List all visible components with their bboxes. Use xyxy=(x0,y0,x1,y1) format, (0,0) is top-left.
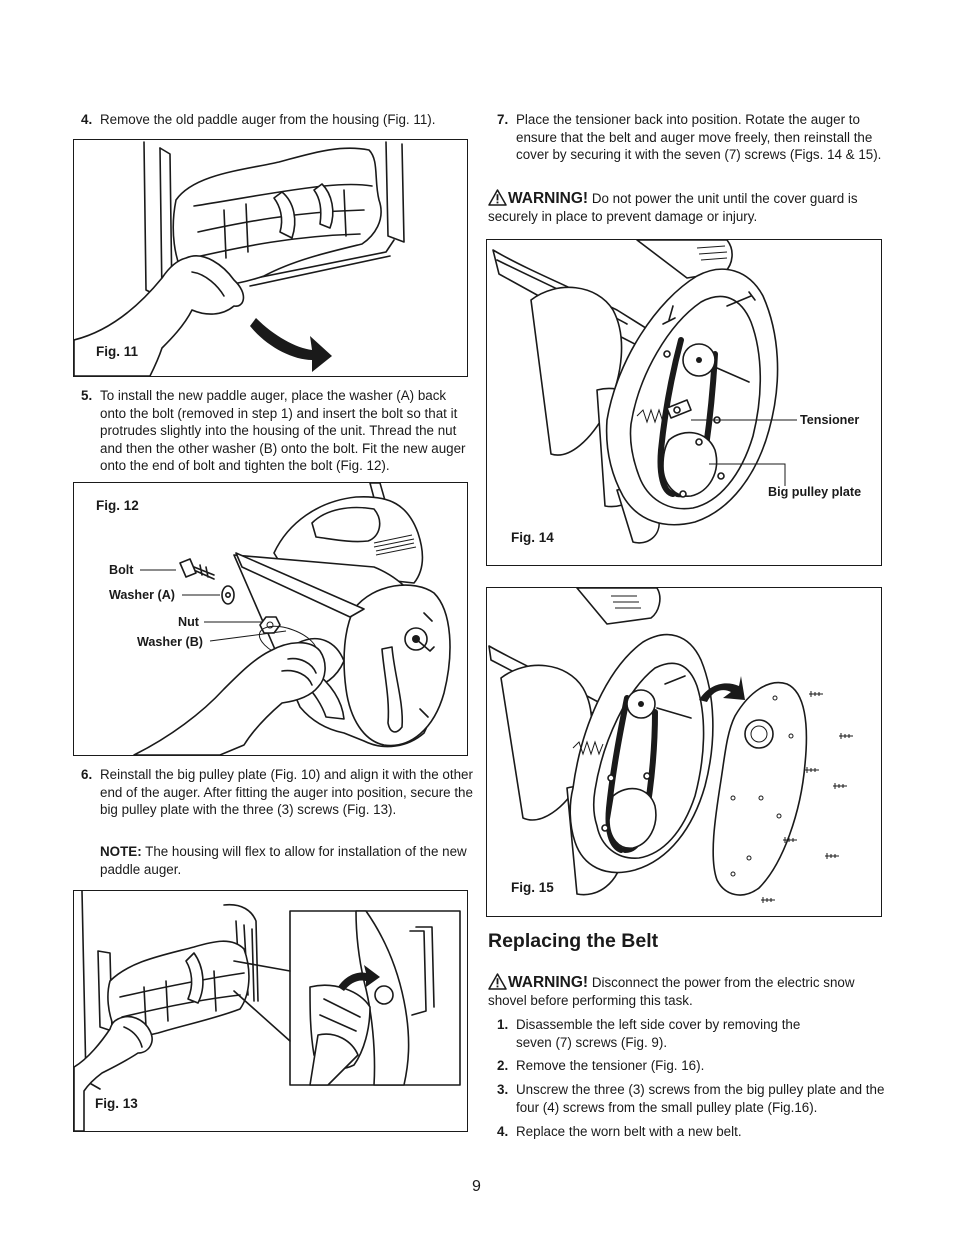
warning-triangle-icon xyxy=(488,973,507,990)
step-number: 4. xyxy=(497,1124,509,1139)
figure-11-label: Fig. 11 xyxy=(96,344,139,359)
warning-cover-guard: WARNING! Do not power the unit until the… xyxy=(488,189,884,225)
callout-tensioner: Tensioner xyxy=(800,413,860,427)
warning-disconnect-power: WARNING! Disconnect the power from the e… xyxy=(488,973,884,1009)
warning-text: Do not power the unit until the cover gu… xyxy=(488,191,858,224)
step-4: 4. Remove the old paddle auger from the … xyxy=(81,111,471,129)
figure-15-illustration xyxy=(488,588,853,903)
step-number: 7. xyxy=(497,112,509,127)
belt-step-1: 1. Disassemble the left side cover by re… xyxy=(497,1016,885,1051)
step-text: Reinstall the big pulley plate (Fig. 10)… xyxy=(100,767,473,817)
figure-13: Fig. 13 xyxy=(73,890,468,1132)
belt-step-3: 3. Unscrew the three (3) screws from the… xyxy=(497,1081,885,1116)
step-text: Remove the tensioner (Fig. 16). xyxy=(516,1058,705,1073)
note-text: The housing will flex to allow for insta… xyxy=(100,844,467,877)
step-number: 2. xyxy=(497,1058,509,1073)
page-number: 9 xyxy=(472,1178,481,1195)
step-text: Place the tensioner back into position. … xyxy=(516,112,882,162)
step-text: Disassemble the left side cover by remov… xyxy=(516,1017,801,1050)
step-5: 5. To install the new paddle auger, plac… xyxy=(81,387,473,475)
note-label: NOTE: xyxy=(100,844,142,859)
figure-13-label: Fig. 13 xyxy=(95,1096,138,1111)
warning-text: Disconnect the power from the electric s… xyxy=(488,975,855,1008)
step-number: 1. xyxy=(497,1017,509,1032)
figure-15: Fig. 15 xyxy=(486,587,882,917)
figure-11-illustration xyxy=(74,141,405,376)
callout-washer-b: Washer (B) xyxy=(137,635,204,649)
figure-12-illustration xyxy=(133,483,451,755)
figure-12-label: Fig. 12 xyxy=(96,498,139,513)
warning-label: WARNING! xyxy=(508,190,589,207)
callout-big-pulley-plate: Big pulley plate xyxy=(768,485,862,499)
callout-bolt: Bolt xyxy=(109,563,134,577)
warning-triangle-icon xyxy=(488,189,507,206)
figure-15-label: Fig. 15 xyxy=(511,880,554,895)
step-number: 5. xyxy=(81,388,93,403)
step-text: Replace the worn belt with a new belt. xyxy=(516,1124,742,1139)
step-number: 4. xyxy=(81,112,93,127)
figure-13-illustration xyxy=(74,891,461,1131)
figure-14-label: Fig. 14 xyxy=(511,530,554,545)
step-number: 6. xyxy=(81,767,93,782)
step-7: 7. Place the tensioner back into positio… xyxy=(497,111,885,164)
belt-step-2: 2. Remove the tensioner (Fig. 16). xyxy=(497,1057,885,1075)
figure-14: Tensioner Big pulley plate Fig. 14 xyxy=(486,239,882,566)
figure-11: Fig. 11 xyxy=(73,139,468,377)
figure-14-illustration xyxy=(492,240,797,544)
step-6: 6. Reinstall the big pulley plate (Fig. … xyxy=(81,766,473,819)
warning-label: WARNING! xyxy=(508,974,589,991)
callout-nut: Nut xyxy=(178,615,199,629)
note: NOTE: The housing will flex to allow for… xyxy=(100,843,472,878)
step-text: Unscrew the three (3) screws from the bi… xyxy=(516,1082,885,1115)
step-number: 3. xyxy=(497,1082,509,1097)
step-text: Remove the old paddle auger from the hou… xyxy=(100,112,436,127)
step-text: To install the new paddle auger, place t… xyxy=(100,388,466,473)
section-title: Replacing the Belt xyxy=(488,930,659,952)
callout-washer-a: Washer (A) xyxy=(109,588,176,602)
belt-step-4: 4. Replace the worn belt with a new belt… xyxy=(497,1123,885,1141)
figure-12: Fig. 12 Bolt Washer (A) Nut Washer (B) xyxy=(73,482,468,756)
